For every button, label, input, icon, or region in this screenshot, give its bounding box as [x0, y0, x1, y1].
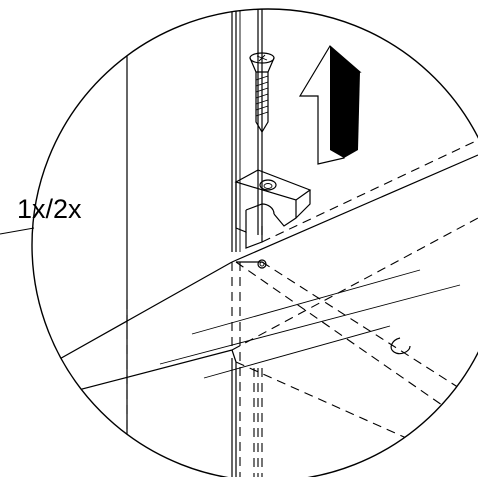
detail-view	[39, 9, 478, 477]
shelf	[39, 139, 478, 477]
quantity-label: 1x/2x	[17, 194, 82, 224]
screw-hole-icon	[257, 259, 267, 269]
screw-icon	[249, 52, 275, 134]
detail-circle	[31, 8, 478, 482]
motion-lines	[159, 269, 461, 379]
leader-line	[0, 227, 35, 235]
up-arrow-icon	[298, 45, 362, 165]
vertical-rail	[231, 9, 263, 477]
hinge-bracket-icon	[234, 169, 312, 249]
hole-marker-icon	[390, 337, 411, 355]
